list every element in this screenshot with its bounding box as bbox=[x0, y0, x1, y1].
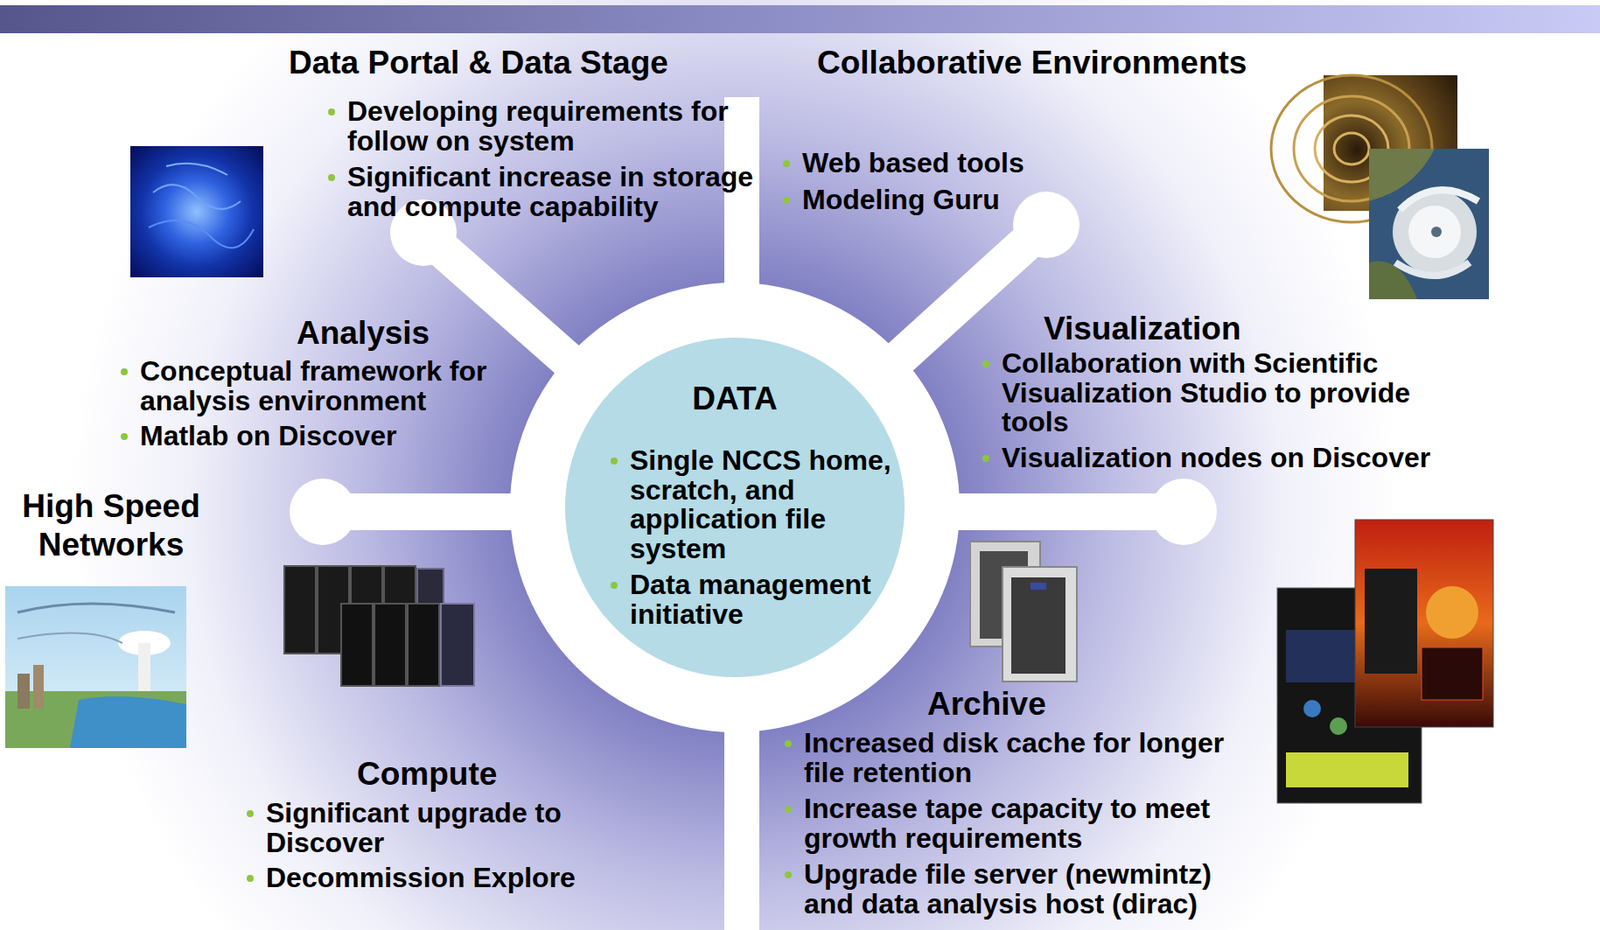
hurricane-image-part bbox=[1369, 148, 1489, 300]
hub-spokes-part bbox=[289, 478, 357, 545]
network-image-part bbox=[17, 673, 30, 709]
posters-part bbox=[1425, 586, 1479, 639]
bullet-text: Matlab on Discover bbox=[120, 421, 499, 452]
network-image-part bbox=[138, 642, 151, 692]
bullet-text: Conceptual framework for analysis enviro… bbox=[120, 356, 499, 416]
ripple-image-part bbox=[1334, 132, 1370, 165]
hurricane-image-part bbox=[1399, 189, 1479, 210]
section-heading: Collaborative Environments bbox=[817, 44, 1247, 82]
compute-racks bbox=[284, 565, 475, 686]
hurricane-image bbox=[1369, 148, 1489, 300]
bullet-text: Web based tools bbox=[782, 148, 1083, 179]
bullet-text: Increased disk cache for longer file ret… bbox=[784, 728, 1237, 788]
hub-circle: DATA Single NCCS home, scratch, and appli… bbox=[565, 337, 905, 678]
hurricane-image-part bbox=[1431, 226, 1442, 238]
circle-fill bbox=[565, 337, 905, 678]
network-image-part bbox=[33, 664, 44, 709]
hurricane-image-part bbox=[1408, 205, 1461, 259]
bullet-text: Upgrade file server (newmintz) and data … bbox=[784, 859, 1237, 919]
bullet-text: Data management initiative bbox=[610, 570, 902, 629]
posters-part bbox=[1329, 717, 1348, 735]
network-image-part bbox=[17, 633, 123, 643]
section-heading: Archive bbox=[927, 685, 1047, 723]
bullet-text: Single NCCS home, scratch, and applicati… bbox=[610, 446, 902, 564]
bullet-text: Visualization nodes on Discover bbox=[982, 443, 1448, 474]
posters-part bbox=[1355, 519, 1494, 727]
section-heading: Compute bbox=[356, 755, 497, 793]
bullet-text: Developing requirements for follow on sy… bbox=[328, 97, 768, 156]
network-image-part bbox=[5, 691, 187, 748]
hurricane-image-part bbox=[1395, 262, 1470, 276]
sun-image-part bbox=[166, 163, 228, 175]
top-bar bbox=[0, 5, 1600, 34]
compute-racks-part bbox=[341, 603, 373, 686]
bullet-text: Significant upgrade to Discover bbox=[246, 798, 581, 858]
network-image-part bbox=[5, 586, 187, 748]
posters bbox=[1277, 519, 1494, 804]
archive-racks-part bbox=[1002, 566, 1077, 682]
compute-racks-part bbox=[374, 603, 406, 686]
posters-part bbox=[1303, 699, 1321, 718]
sun-image-part bbox=[153, 184, 241, 210]
hub-spokes-part bbox=[510, 282, 960, 733]
posters-part bbox=[1285, 752, 1409, 788]
archive-racks-part bbox=[1030, 582, 1047, 590]
network-image-part bbox=[17, 603, 175, 613]
bullet-text: Collaboration with Scientific Visualizat… bbox=[982, 349, 1422, 438]
archive-racks bbox=[970, 541, 1077, 682]
sun-image-part bbox=[148, 220, 254, 248]
compute-racks-part bbox=[284, 565, 316, 654]
hub-spokes-part bbox=[1013, 191, 1080, 259]
compute-racks-part bbox=[407, 603, 440, 686]
hub-spokes-part bbox=[1150, 478, 1217, 545]
node-heading: DATA bbox=[565, 380, 905, 418]
section-heading: Data Portal & Data Stage bbox=[288, 44, 669, 82]
archive-racks-part bbox=[1011, 577, 1066, 674]
section-heading: Analysis bbox=[296, 314, 430, 352]
sun-image-part bbox=[130, 146, 264, 278]
sun-image bbox=[130, 146, 264, 278]
section-heading: High Speed Networks bbox=[10, 487, 212, 565]
posters-part bbox=[1421, 647, 1483, 700]
bullet-text: Significant increase in storage and comp… bbox=[328, 162, 768, 222]
compute-racks-part bbox=[440, 603, 475, 686]
network-image bbox=[5, 586, 187, 748]
bullet-text: Decommission Explore bbox=[246, 863, 590, 894]
network-image-part bbox=[69, 696, 187, 748]
section-heading: Visualization bbox=[1043, 310, 1242, 348]
posters-part bbox=[1364, 568, 1418, 674]
bullet-text: Modeling Guru bbox=[782, 185, 1083, 216]
bullet-text: Increase tape capacity to meet growth re… bbox=[784, 794, 1237, 853]
